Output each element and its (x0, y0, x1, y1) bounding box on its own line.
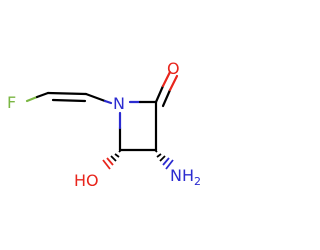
bond-c2-o-b (161, 88, 172, 108)
hashed-wedge-c4-oh (102, 149, 122, 170)
atom-amino-subscript: 2 (194, 175, 201, 188)
atom-carbonyl-oxygen: O (167, 59, 180, 78)
structure-canvas: F O N NH2 HO (7, 59, 201, 190)
bond-f-c-2 (35, 91, 50, 99)
molecule-structure: F O N NH2 HO (7, 59, 201, 190)
bond-vinyl-double-a (46, 91, 88, 96)
atom-amino-nh: NH (170, 166, 194, 185)
atom-ring-nitrogen: N (113, 94, 125, 113)
bond-c2-o-b-red (168, 74, 179, 92)
hashed-wedge-c3-nh2 (154, 149, 174, 170)
bond-vinyl-double-b (51, 98, 87, 103)
atom-fluorine: F (7, 93, 16, 112)
bond-c2-o-a (154, 84, 165, 104)
atom-amino-group: NH2 (170, 166, 201, 188)
bond-vinyl-n-2 (103, 99, 113, 105)
atom-hydroxyl: HO (74, 171, 99, 190)
bond-f-c (25, 95, 39, 103)
bond-c2-o-a-red (161, 70, 172, 88)
bond-vinyl-n (84, 92, 107, 103)
